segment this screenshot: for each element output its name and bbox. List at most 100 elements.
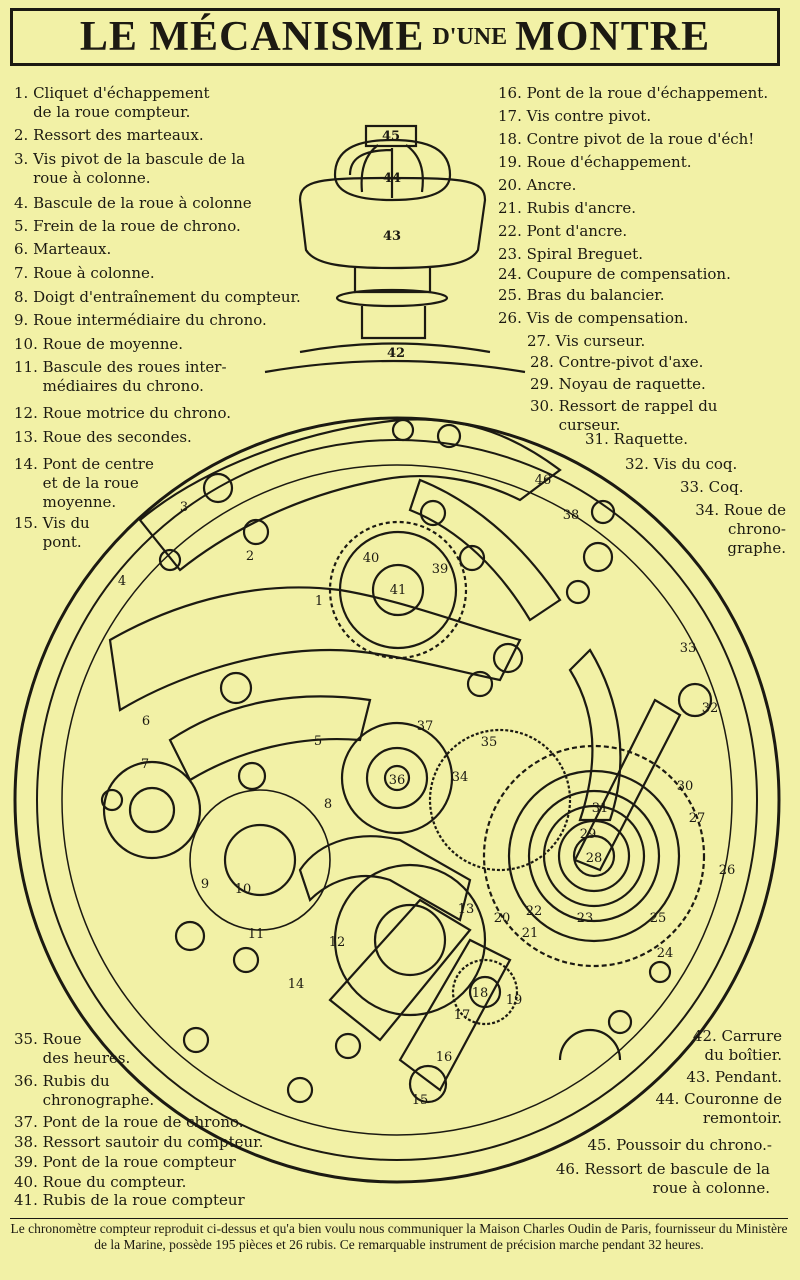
legend-item: 4. Bascule de la roue à colonne — [14, 194, 252, 212]
svg-text:46: 46 — [535, 473, 552, 488]
legend-item: 36. Rubis du chronographe. — [14, 1072, 155, 1109]
svg-text:6: 6 — [142, 714, 150, 729]
legend-item: 34. Roue de chrono- graphe. — [695, 501, 786, 557]
svg-text:16: 16 — [436, 1050, 453, 1065]
svg-text:40: 40 — [363, 551, 380, 566]
svg-text:23: 23 — [577, 911, 594, 926]
svg-text:3: 3 — [180, 500, 188, 515]
legend-item: 16. Pont de la roue d'échappement. — [498, 84, 769, 102]
crown-shape — [333, 138, 452, 202]
pusher-shape — [364, 124, 418, 148]
svg-text:33: 33 — [680, 641, 697, 656]
legend-item: 28. Contre-pivot d'axe. — [530, 353, 704, 371]
svg-text:41: 41 — [390, 583, 407, 598]
legend-item: 41. Rubis de la roue compteur — [14, 1191, 245, 1209]
svg-text:42: 42 — [387, 346, 405, 361]
legend-item: 6. Marteaux. — [14, 240, 112, 258]
legend-item: 42. Carrure du boîtier. — [692, 1027, 782, 1064]
legend-item: 13. Roue des secondes. — [14, 428, 192, 446]
legend-item: 39. Pont de la roue compteur — [14, 1153, 236, 1171]
legend-item: 7. Roue à colonne. — [14, 264, 155, 282]
svg-text:30: 30 — [677, 779, 694, 794]
svg-text:2: 2 — [246, 549, 254, 564]
legend-item: 44. Couronne de remontoir. — [655, 1090, 782, 1127]
legend-item: 22. Pont d'ancre. — [498, 222, 628, 240]
legend-item: 35. Roue des heures. — [14, 1030, 131, 1067]
svg-text:28: 28 — [586, 851, 603, 866]
legend-item: 19. Roue d'échappement. — [498, 153, 692, 171]
legend-item: 15. Vis du pont. — [14, 514, 90, 551]
legend-item: 18. Contre pivot de la roue d'éch! — [498, 130, 755, 148]
legend-item: 23. Spiral Breguet. — [498, 245, 643, 263]
svg-text:9: 9 — [201, 877, 209, 892]
legend-item: 37. Pont de la roue de chrono. — [14, 1113, 244, 1131]
legend-item: 24. Coupure de compensation. — [498, 265, 731, 283]
title-part-3: MONTRE — [515, 14, 711, 60]
legend-item: 31. Raquette. — [585, 430, 689, 448]
svg-text:35: 35 — [481, 735, 498, 750]
svg-text:21: 21 — [522, 926, 539, 941]
svg-text:12: 12 — [329, 935, 346, 950]
legend-item: 27. Vis curseur. — [527, 332, 646, 350]
legend-item: 14. Pont de centre et de la roue moyenne… — [14, 455, 154, 511]
legend-item: 12. Roue motrice du chrono. — [14, 404, 232, 422]
legend-item: 25. Bras du balancier. — [498, 286, 665, 304]
svg-text:34: 34 — [452, 770, 469, 785]
svg-text:18: 18 — [472, 986, 489, 1001]
legend-item: 17. Vis contre pivot. — [498, 107, 652, 125]
svg-text:17: 17 — [454, 1008, 471, 1023]
svg-text:7: 7 — [141, 757, 149, 772]
legend-item: 11. Bascule des roues inter- médiaires d… — [14, 358, 227, 395]
svg-text:1: 1 — [315, 594, 323, 609]
svg-text:39: 39 — [432, 562, 449, 577]
legend-item: 9. Roue intermédiaire du chrono. — [14, 311, 267, 329]
legend-item: 3. Vis pivot de la bascule de la roue à … — [14, 150, 246, 187]
svg-text:45: 45 — [382, 129, 400, 144]
legend-item: 5. Frein de la roue de chrono. — [14, 217, 241, 235]
svg-text:10: 10 — [235, 882, 252, 897]
svg-text:44: 44 — [383, 171, 401, 186]
svg-text:8: 8 — [324, 797, 332, 812]
svg-text:11: 11 — [248, 927, 265, 942]
legend-item: 45. Poussoir du chrono.- — [587, 1136, 772, 1154]
legend-item: 2. Ressort des marteaux. — [14, 126, 204, 144]
legend-item: 8. Doigt d'entraînement du compteur. — [14, 288, 301, 306]
svg-text:5: 5 — [314, 734, 322, 749]
case-outer-ring — [13, 416, 781, 1184]
pendant-shape — [298, 176, 487, 270]
legend-item: 1. Cliquet d'échappement de la roue comp… — [14, 84, 210, 121]
title-part-2: D'UNE — [432, 23, 508, 50]
svg-text:27: 27 — [689, 811, 706, 826]
svg-text:15: 15 — [412, 1093, 429, 1108]
legend-item: 29. Noyau de raquette. — [530, 375, 706, 393]
svg-text:43: 43 — [383, 229, 401, 244]
svg-text:37: 37 — [417, 719, 434, 734]
svg-text:26: 26 — [719, 863, 736, 878]
svg-text:24: 24 — [657, 946, 674, 961]
legend-item: 33. Coq. — [680, 478, 744, 496]
legend-item: 43. Pendant. — [686, 1068, 782, 1086]
legend-item: 40. Roue du compteur. — [14, 1173, 187, 1191]
svg-text:4: 4 — [118, 574, 126, 589]
legend-item: 38. Ressort sautoir du compteur. — [14, 1133, 264, 1151]
caption: Le chronomètre compteur reproduit ci-des… — [10, 1218, 788, 1253]
legend-item: 20. Ancre. — [498, 176, 577, 194]
svg-text:19: 19 — [506, 993, 523, 1008]
svg-text:29: 29 — [580, 827, 597, 842]
svg-text:25: 25 — [650, 911, 667, 926]
legend-item: 26. Vis de compensation. — [498, 309, 689, 327]
svg-text:14: 14 — [288, 977, 305, 992]
legend-item: 10. Roue de moyenne. — [14, 335, 184, 353]
svg-text:32: 32 — [702, 701, 719, 716]
title-banner: LE MÉCANISME D'UNE MONTRE — [10, 8, 780, 66]
legend-item: 32. Vis du coq. — [625, 455, 738, 473]
svg-text:13: 13 — [458, 902, 475, 917]
svg-text:20: 20 — [494, 911, 511, 926]
legend-item: 21. Rubis d'ancre. — [498, 199, 636, 217]
svg-text:22: 22 — [526, 904, 543, 919]
svg-text:36: 36 — [389, 773, 406, 788]
title-part-1: LE MÉCANISME — [79, 14, 425, 60]
legend-item: 46. Ressort de bascule de la roue à colo… — [555, 1160, 770, 1197]
legend-item: 30. Ressort de rappel du curseur. — [530, 397, 718, 434]
